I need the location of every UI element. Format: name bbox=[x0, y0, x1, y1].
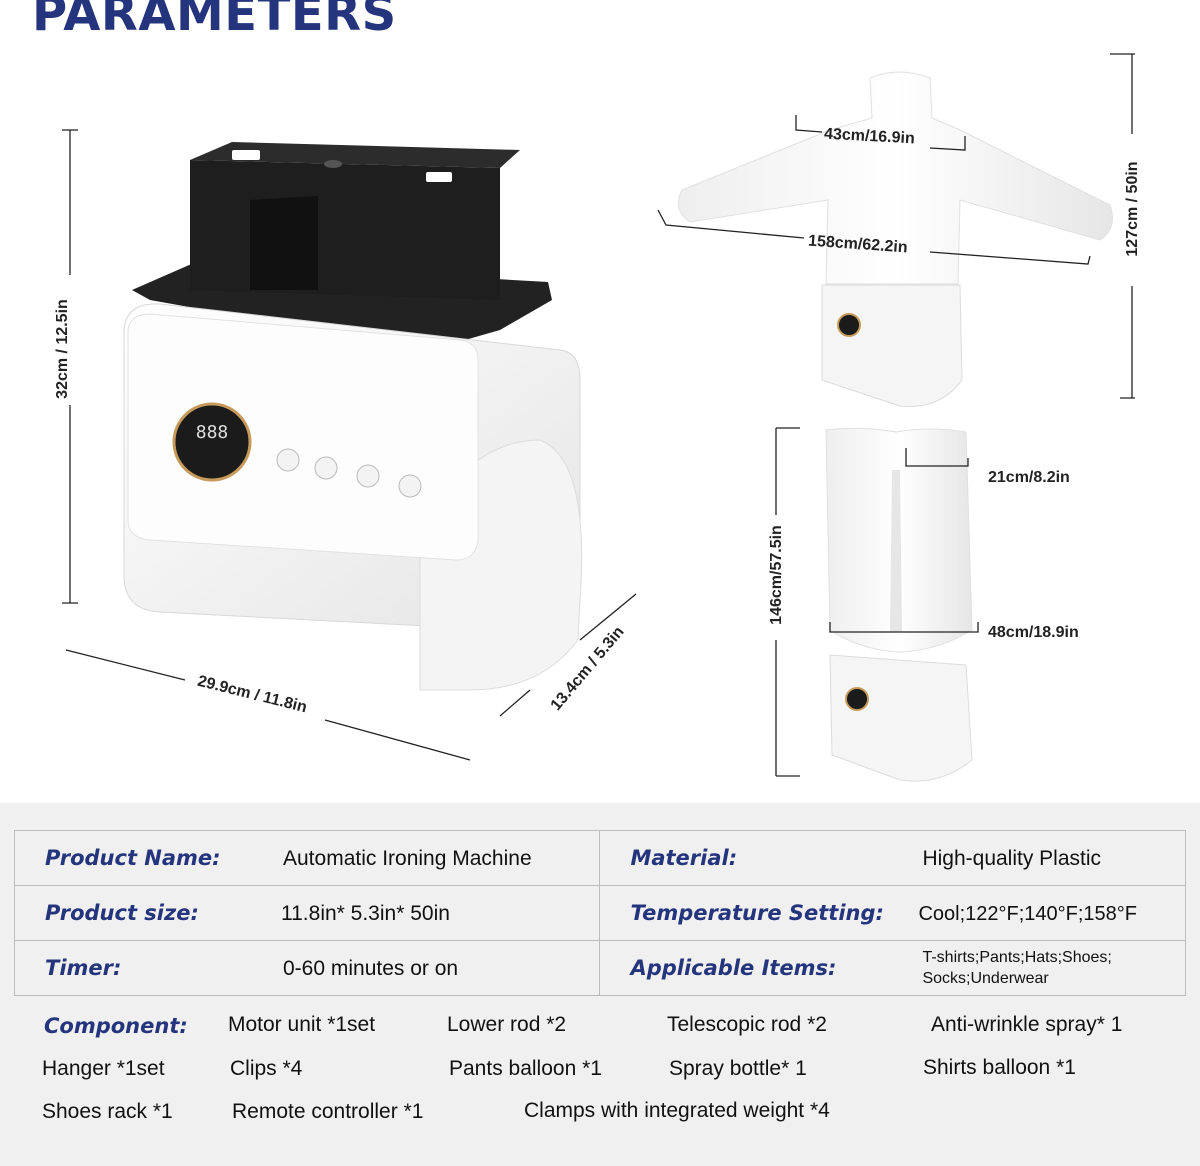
component-item: Telescopic rod *2 bbox=[667, 1013, 827, 1036]
machine-dimension-lines bbox=[62, 129, 637, 761]
spec-label: Temperature Setting: bbox=[630, 900, 884, 925]
machine-height-label: 32cm / 12.5in bbox=[54, 299, 71, 399]
component-item: Shoes rack *1 bbox=[42, 1100, 173, 1123]
spec-value: 11.8in* 5.3in* 50in bbox=[281, 901, 450, 925]
spec-label: Product size: bbox=[45, 900, 199, 925]
component-item: Remote controller *1 bbox=[232, 1100, 424, 1123]
pants-height-label: 146cm/57.5in bbox=[768, 525, 785, 625]
spec-value: Automatic Ironing Machine bbox=[283, 846, 532, 870]
spec-value: T-shirts;Pants;Hats;Shoes; bbox=[922, 949, 1112, 966]
table-row: Product size: 11.8in* 5.3in* 50in Tempera… bbox=[13, 885, 1186, 941]
component-item: Clamps with integrated weight *4 bbox=[524, 1099, 830, 1122]
pants-leg-width-label: 21cm/8.2in bbox=[988, 469, 1070, 486]
component-item: Motor unit *1set bbox=[228, 1013, 376, 1036]
table-row: Timer: 0-60 minutes or on Applicable Item… bbox=[13, 940, 1186, 996]
spec-label: Timer: bbox=[45, 955, 122, 980]
component-item: Shirts balloon *1 bbox=[923, 1056, 1076, 1079]
spec-value: Cool;122°F;140°F;158°F bbox=[918, 902, 1138, 925]
spec-value: High-quality Plastic bbox=[922, 846, 1102, 870]
spec-label: Applicable Items: bbox=[630, 956, 837, 980]
pants-balloon bbox=[825, 427, 973, 782]
product-illustration: 888 bbox=[62, 53, 1135, 782]
main-machine: 888 bbox=[123, 142, 583, 691]
svg-text:888: 888 bbox=[196, 422, 229, 443]
component-item: Spray bottle* 1 bbox=[669, 1057, 807, 1080]
pants-dimension-lines bbox=[775, 427, 979, 777]
component-item: Pants balloon *1 bbox=[449, 1057, 602, 1080]
component-item: Anti-wrinkle spray* 1 bbox=[931, 1013, 1123, 1036]
shirt-height-label: 127cm / 50in bbox=[1124, 161, 1141, 257]
table-row: Product Name: Automatic Ironing Machine M… bbox=[13, 830, 1186, 886]
component-item: Lower rod *2 bbox=[447, 1013, 567, 1036]
page-title: PARAMETERS bbox=[32, 0, 397, 42]
spec-label: Material: bbox=[630, 845, 738, 870]
component-item: Clips *4 bbox=[230, 1057, 303, 1080]
specs-table: Product Name: Automatic Ironing Machine M… bbox=[13, 830, 1186, 996]
pants-waist-width-label: 48cm/18.9in bbox=[988, 624, 1079, 641]
spec-label: Product Name: bbox=[45, 845, 221, 870]
spec-value: Socks;Underwear bbox=[922, 970, 1049, 987]
component-label: Component: bbox=[44, 1014, 188, 1038]
component-item: Hanger *1set bbox=[42, 1057, 165, 1080]
spec-value: 0-60 minutes or on bbox=[283, 956, 459, 980]
shirt-balloon bbox=[677, 71, 1113, 407]
shirt-dimension-lines bbox=[657, 53, 1135, 399]
